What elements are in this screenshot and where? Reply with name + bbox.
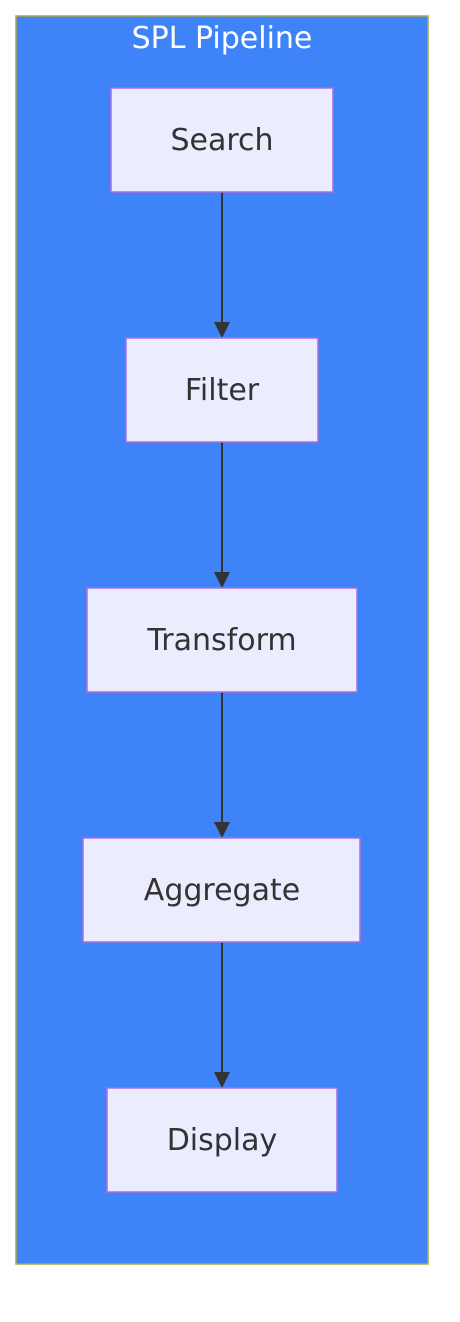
node-search[interactable]: Search xyxy=(110,87,334,193)
edge-arrowhead xyxy=(214,572,230,588)
edge-arrowhead xyxy=(214,1072,230,1088)
node-box[interactable] xyxy=(86,587,358,693)
edge-filter-to-transform xyxy=(214,442,230,588)
edge-arrowhead xyxy=(214,322,230,338)
node-transform[interactable]: Transform xyxy=(86,587,358,693)
edge-arrowhead xyxy=(214,822,230,838)
node-aggregate[interactable]: Aggregate xyxy=(82,837,361,943)
node-filter[interactable]: Filter xyxy=(125,337,319,443)
node-label: Display xyxy=(167,1123,278,1158)
cluster-title: SPL Pipeline xyxy=(132,21,313,56)
node-display[interactable]: Display xyxy=(106,1087,338,1193)
nodes-layer: Search Filter Transform Aggregate Displa… xyxy=(82,87,361,1193)
node-label: Filter xyxy=(185,373,260,408)
node-box[interactable] xyxy=(106,1087,338,1193)
node-box[interactable] xyxy=(110,87,334,193)
node-label: Search xyxy=(170,123,273,158)
node-box[interactable] xyxy=(82,837,361,943)
edge-search-to-filter xyxy=(214,192,230,338)
edges-layer xyxy=(214,192,230,1088)
edge-aggregate-to-display xyxy=(214,942,230,1088)
edge-transform-to-aggregate xyxy=(214,692,230,838)
node-label: Aggregate xyxy=(144,873,300,908)
node-label: Transform xyxy=(146,623,296,658)
node-box[interactable] xyxy=(125,337,319,443)
